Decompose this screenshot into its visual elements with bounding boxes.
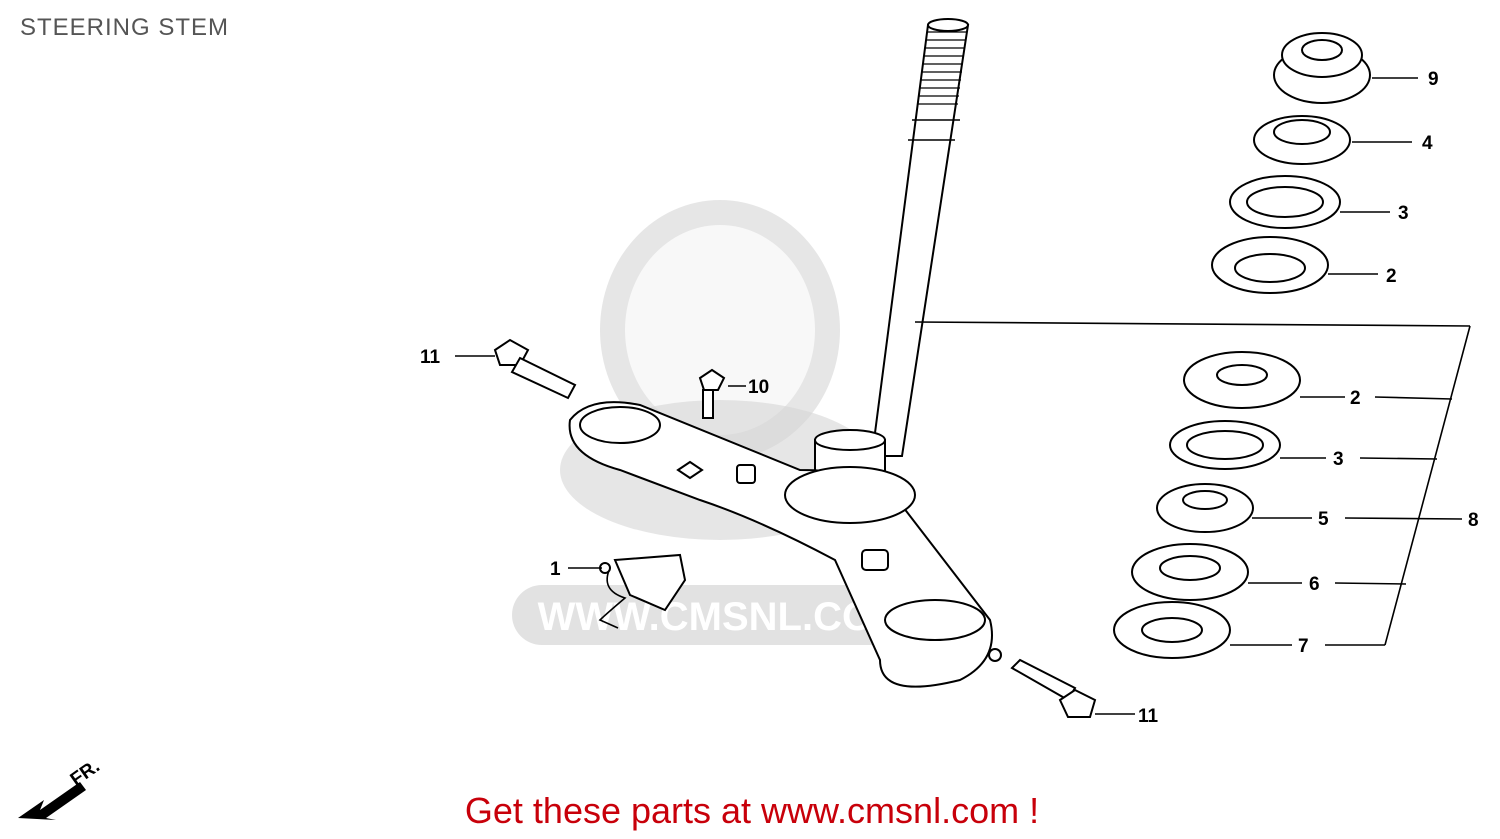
callout-2-upper: 2 — [1386, 266, 1397, 287]
callout-7: 7 — [1298, 636, 1309, 657]
bolt-11-lower — [1010, 658, 1097, 718]
callout-4: 4 — [1422, 133, 1433, 154]
ball-bearing-3-upper — [1229, 175, 1341, 229]
cable-guide — [598, 553, 687, 629]
promo-text: Get these parts at www.cmsnl.com ! — [464, 790, 1040, 831]
callout-2-lower: 2 — [1350, 388, 1361, 409]
callouts: 9 4 3 2 2 3 5 6 7 8 11 10 1 11 — [420, 69, 1479, 727]
callout-10: 10 — [748, 377, 769, 398]
diagram-title: STEERING STEM — [20, 14, 230, 41]
bolt-10 — [698, 368, 726, 419]
adjust-nut-9 — [1273, 32, 1371, 104]
washer-7 — [1113, 601, 1231, 659]
race-4 — [1253, 115, 1351, 165]
callout-3-upper: 3 — [1398, 203, 1409, 224]
callout-3-lower: 3 — [1333, 449, 1344, 470]
callout-11-lower: 11 — [1138, 706, 1159, 727]
promo-link[interactable]: Get these parts at www.cmsnl.com ! — [0, 790, 1500, 832]
race-5 — [1156, 483, 1254, 533]
watermark-logo: WWW.CMSNL.COM — [512, 200, 932, 645]
bottom-bridge — [568, 401, 1002, 688]
callout-9: 9 — [1428, 69, 1439, 90]
leader-lines — [455, 77, 1471, 715]
steering-stem — [814, 18, 970, 486]
callout-11-upper: 11 — [420, 347, 441, 368]
callout-6: 6 — [1309, 574, 1320, 595]
callout-8: 8 — [1468, 510, 1479, 531]
race-2-upper — [1211, 236, 1329, 294]
dust-seal-6 — [1131, 543, 1249, 601]
watermark-text: WWW.CMSNL.COM — [538, 595, 907, 639]
direction-label: FR. — [67, 756, 104, 791]
callout-1: 1 — [550, 559, 561, 580]
race-2-lower — [1183, 351, 1301, 409]
ball-bearing-3-lower — [1169, 420, 1281, 470]
callout-5: 5 — [1318, 509, 1329, 530]
bolt-11-upper — [493, 338, 577, 400]
